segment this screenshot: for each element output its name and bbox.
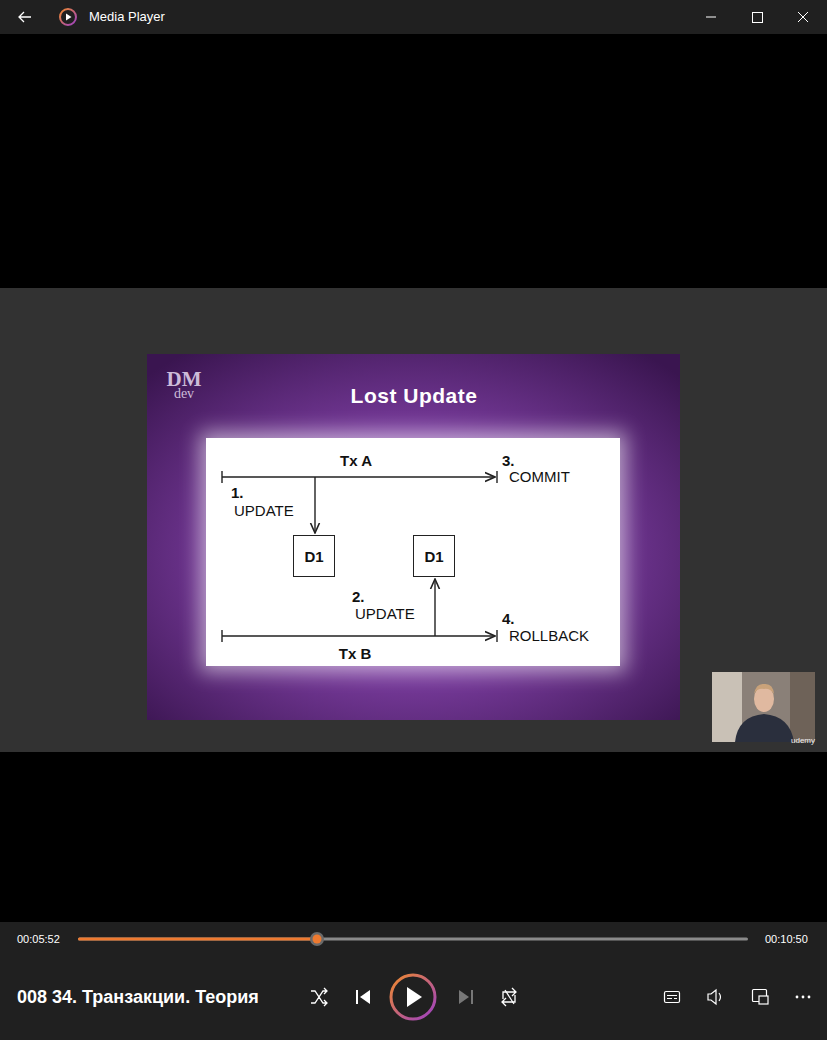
webcam-wall (712, 672, 742, 742)
slide-title: Lost Update (351, 384, 478, 408)
repeat-icon (502, 988, 516, 1006)
next-icon (471, 990, 473, 1004)
webcam-hair (754, 684, 774, 694)
watermark: udemy (791, 736, 815, 745)
subtitles-icon (665, 992, 680, 1003)
progress-track (78, 938, 748, 941)
transaction-label: Tx A (340, 452, 372, 469)
volume-icon (708, 990, 716, 1004)
control-bar (0, 922, 827, 1040)
maximize-icon (753, 13, 763, 23)
previous-icon (356, 990, 358, 1004)
more-icon (796, 996, 799, 999)
title-bar (0, 0, 827, 34)
box-label: D1 (424, 548, 443, 565)
callout-number: 2. (352, 588, 365, 605)
play-icon (407, 987, 422, 1007)
app-icon (60, 9, 76, 25)
app-icon-play (66, 14, 72, 21)
slide-glow (200, 432, 626, 672)
time-total: 00:10:50 (765, 933, 808, 946)
progress-knob-ring (310, 932, 324, 946)
diagram-panel (206, 438, 620, 666)
timeline (222, 630, 495, 642)
progress-fill (78, 938, 317, 941)
time-elapsed: 00:05:52 (17, 933, 60, 946)
more-icon (808, 996, 811, 999)
webcam (712, 672, 815, 742)
previous-icon (360, 990, 370, 1004)
timeline-end (496, 471, 497, 483)
operation-label: ROLLBACK (509, 627, 589, 644)
close-icon (798, 12, 808, 22)
miniplayer-icon (759, 996, 768, 1004)
operation-label: COMMIT (509, 468, 570, 485)
data-box: D1 (413, 535, 455, 577)
slide (147, 354, 680, 720)
more-icon (802, 996, 805, 999)
video-title: 008 34. Транзакции. Теория (17, 987, 259, 1008)
operation-label: UPDATE (355, 605, 415, 622)
next-icon (459, 990, 469, 1004)
callout-number: 3. (502, 452, 515, 469)
timeline-end (496, 630, 497, 642)
box-label: D1 (304, 548, 323, 565)
letterbox (0, 34, 827, 288)
back-icon (19, 12, 31, 22)
operation-label: UPDATE (234, 502, 294, 519)
webcam-person (735, 714, 794, 742)
progress-knob (313, 935, 322, 944)
update-arrow (314, 477, 315, 533)
timeline (222, 471, 495, 483)
volume-icon (719, 993, 721, 1001)
logo-text: dev (174, 386, 194, 402)
callout-number: 1. (231, 484, 244, 501)
play-button (391, 975, 435, 1019)
minimize-icon (706, 17, 716, 18)
webcam-door (790, 672, 815, 742)
video-frame (0, 288, 827, 752)
repeat-off-slash (505, 990, 514, 1004)
data-box: D1 (293, 535, 335, 577)
update-arrow (434, 579, 435, 636)
window-title: Media Player (89, 10, 165, 25)
letterbox (0, 752, 827, 922)
shuffle-icon (311, 988, 327, 1006)
callout-number: 4. (502, 610, 515, 627)
transaction-label: Tx B (339, 645, 372, 662)
subtitles-icon (667, 996, 677, 999)
